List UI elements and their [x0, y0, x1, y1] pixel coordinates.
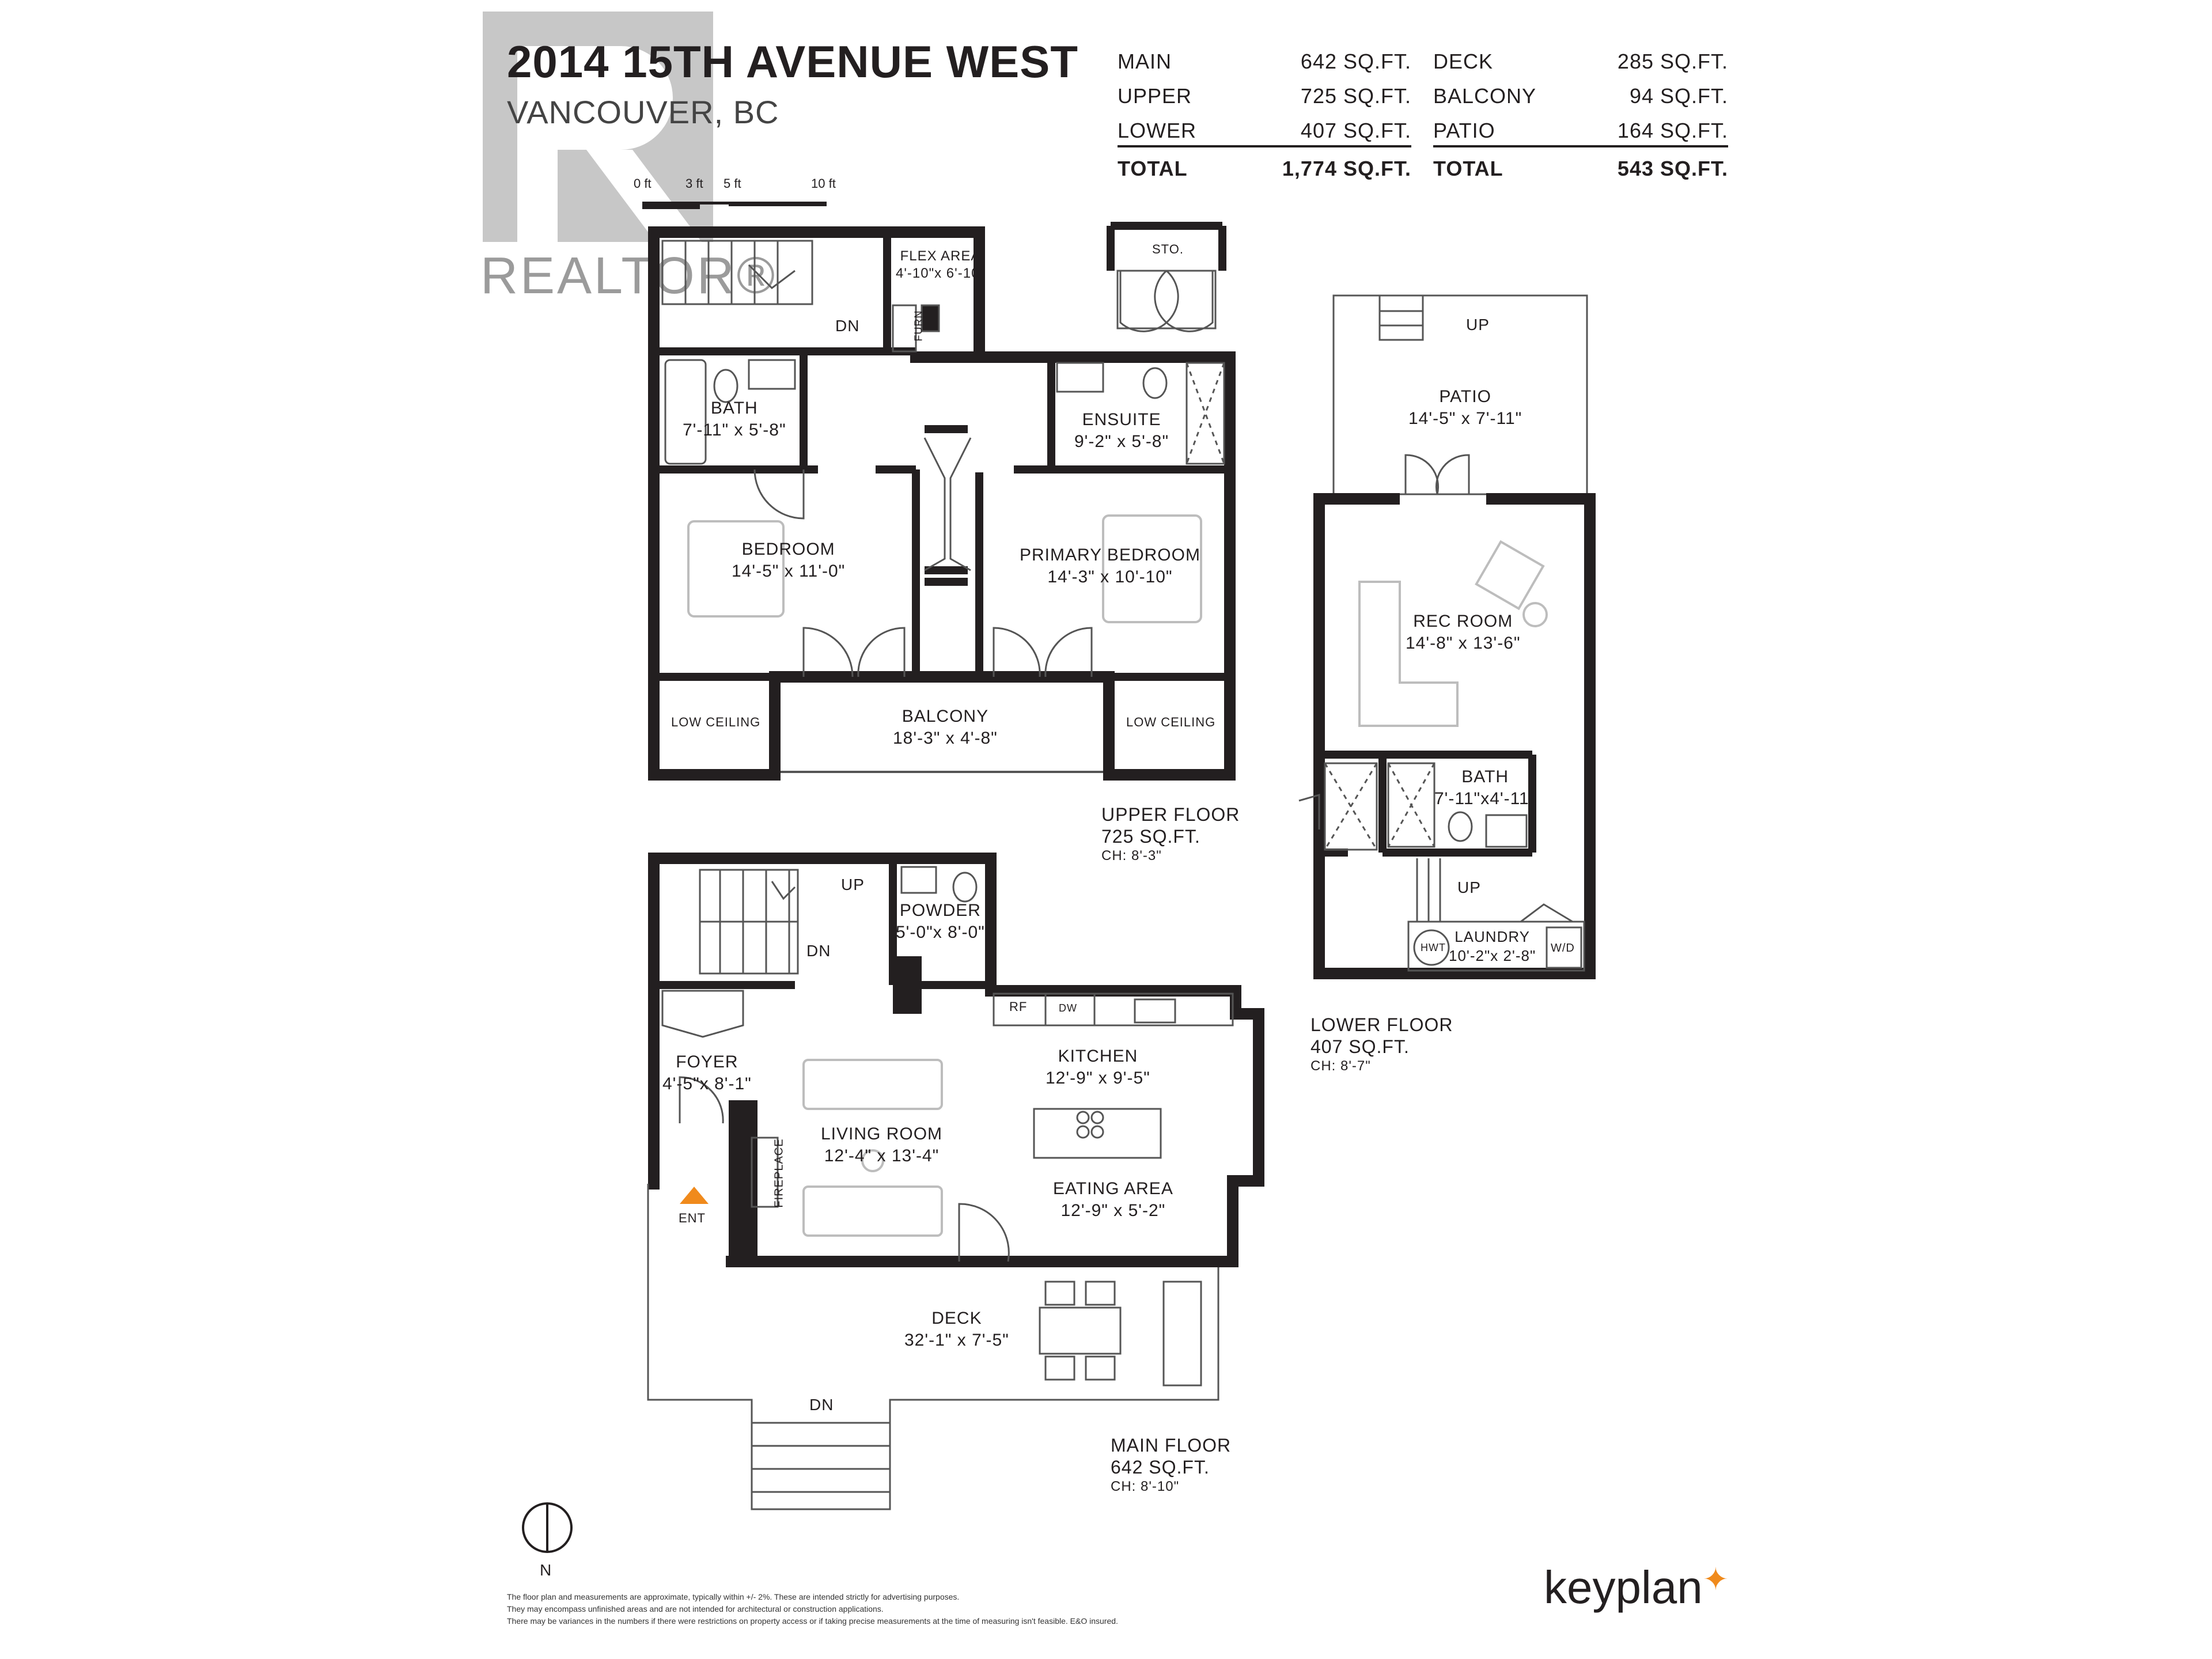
- keyplan-wordmark: keyplan: [1544, 1562, 1703, 1613]
- property-city: VANCOUVER, BC: [507, 94, 779, 130]
- lower-floor-area: 407 SQ.FT.: [1310, 1036, 1410, 1058]
- scale-tick-0: 0 ft: [634, 176, 652, 191]
- furnace-label: FURN: [912, 310, 925, 342]
- room-lower-bath: BATH 7'-11"x4'-11": [1434, 767, 1536, 808]
- disclaimer-line-2: They may encompass unfinished areas and …: [507, 1604, 884, 1613]
- room-kitchen: KITCHEN 12'-9" x 9'-5": [1046, 1047, 1150, 1088]
- fireplace-label: FIREPLACE: [772, 1138, 786, 1208]
- deck-stair-dn: DN: [809, 1396, 834, 1414]
- area-label-patio: PATIO: [1433, 119, 1495, 142]
- disclaimer-line-1: The floor plan and measurements are appr…: [507, 1592, 960, 1601]
- area-label-total-interior: TOTAL: [1118, 157, 1188, 180]
- scale-tick-5: 5 ft: [724, 176, 741, 191]
- room-patio: PATIO 14'-5" x 7'-11": [1408, 387, 1522, 428]
- area-value-main: 642 SQ.FT.: [1300, 50, 1411, 73]
- main-floor-title: MAIN FLOOR: [1111, 1435, 1232, 1456]
- main-floor-plan: [647, 853, 1264, 1510]
- lower-floor-title: LOWER FLOOR: [1310, 1014, 1453, 1035]
- scale-tick-10: 10 ft: [811, 176, 836, 191]
- property-address: 2014 15TH AVENUE WEST: [507, 36, 1078, 87]
- washer-dryer-label: W/D: [1551, 942, 1575, 955]
- room-flex-area: FLEX AREA 4'-10"x 6'-10": [896, 248, 985, 281]
- main-floor-area: 642 SQ.FT.: [1111, 1457, 1210, 1478]
- upper-stair-dn: DN: [835, 317, 860, 335]
- dishwasher-label: DW: [1059, 1002, 1077, 1014]
- realtor-logo: [483, 12, 713, 242]
- upper-floor-title: UPPER FLOOR: [1101, 804, 1240, 825]
- lower-floor-label: LOWER FLOOR 407 SQ.FT. CH: 8'-7": [1310, 1014, 1453, 1075]
- patio-stair-up: UP: [1466, 316, 1490, 334]
- area-value-balcony: 94 SQ.FT.: [1629, 84, 1728, 108]
- scale-bar: [642, 202, 827, 209]
- main-floor-ceiling: CH: 8'-10": [1111, 1478, 1180, 1494]
- hot-water-tank-label: HWT: [1421, 942, 1446, 953]
- area-label-lower: LOWER: [1118, 119, 1197, 142]
- lower-stair-up: UP: [1457, 878, 1481, 896]
- main-floor-label: MAIN FLOOR 642 SQ.FT. CH: 8'-10": [1111, 1434, 1231, 1495]
- room-bedroom: BEDROOM 14'-5" x 11'-0": [732, 540, 846, 581]
- scale-tick-3: 3 ft: [685, 176, 703, 191]
- room-powder: POWDER 5'-0"x 8'-0": [896, 901, 985, 942]
- upper-floor-ceiling: CH: 8'-3": [1101, 847, 1162, 863]
- room-balcony: BALCONY 18'-3" x 4'-8": [893, 707, 998, 748]
- room-ensuite: ENSUITE 9'-2" x 5'-8": [1074, 410, 1169, 451]
- room-foyer: FOYER 4'-5"x 8'-1": [662, 1052, 752, 1093]
- area-rule-interior: [1118, 145, 1411, 147]
- area-value-upper: 725 SQ.FT.: [1300, 84, 1411, 108]
- room-laundry: LAUNDRY 10'-2"x 2'-8": [1449, 928, 1536, 964]
- area-label-upper: UPPER: [1118, 84, 1192, 108]
- entry-label: ENT: [679, 1211, 706, 1225]
- room-deck: DECK 32'-1" x 7'-5": [904, 1309, 1009, 1350]
- area-value-lower: 407 SQ.FT.: [1300, 119, 1411, 142]
- room-living-room: LIVING ROOM 12'-4" x 13'-4": [821, 1124, 943, 1165]
- realtor-wordmark: REALTOR®: [480, 247, 778, 305]
- area-value-deck: 285 SQ.FT.: [1617, 50, 1728, 73]
- upper-floor-label: UPPER FLOOR 725 SQ.FT. CH: 8'-3": [1101, 804, 1240, 865]
- room-eating-area: EATING AREA 12'-9" x 5'-2": [1053, 1179, 1173, 1220]
- area-label-total-exterior: TOTAL: [1433, 157, 1503, 180]
- area-rule-exterior: [1433, 145, 1728, 147]
- lower-floor-ceiling: CH: 8'-7": [1310, 1058, 1371, 1074]
- compass-north-label: N: [540, 1561, 552, 1579]
- disclaimer: The floor plan and measurements are appr…: [507, 1591, 1371, 1627]
- room-upper-bath: BATH 7'-11" x 5'-8": [683, 399, 786, 440]
- room-primary-bedroom: PRIMARY BEDROOM 14'-3" x 10'-10": [1020, 546, 1200, 586]
- upper-floor-plan: [648, 222, 1236, 781]
- area-value-total-interior: 1,774 SQ.FT.: [1282, 157, 1411, 180]
- main-stair-dn: DN: [806, 942, 831, 960]
- upper-floor-area: 725 SQ.FT.: [1101, 826, 1200, 847]
- low-ceiling-left: LOW CEILING: [671, 715, 761, 729]
- lower-floor-plan: [1298, 294, 1596, 979]
- refrigerator-label: RF: [1009, 999, 1028, 1014]
- keyplan-fox-icon: ✦: [1702, 1562, 1729, 1597]
- room-rec-room: REC ROOM 14'-8" x 13'-6": [1406, 612, 1521, 653]
- main-stair-up: UP: [841, 876, 865, 893]
- area-value-patio: 164 SQ.FT.: [1617, 119, 1728, 142]
- area-label-main: MAIN: [1118, 50, 1172, 73]
- area-label-balcony: BALCONY: [1433, 84, 1537, 108]
- low-ceiling-right: LOW CEILING: [1126, 715, 1216, 729]
- north-compass: [522, 1502, 573, 1553]
- disclaimer-line-3: There may be variances in the numbers if…: [507, 1616, 1118, 1626]
- area-value-total-exterior: 543 SQ.FT.: [1617, 157, 1728, 180]
- area-label-deck: DECK: [1433, 50, 1494, 73]
- storage-label: STO.: [1152, 242, 1184, 256]
- keyplan-logo: keyplan✦: [1544, 1561, 1729, 1614]
